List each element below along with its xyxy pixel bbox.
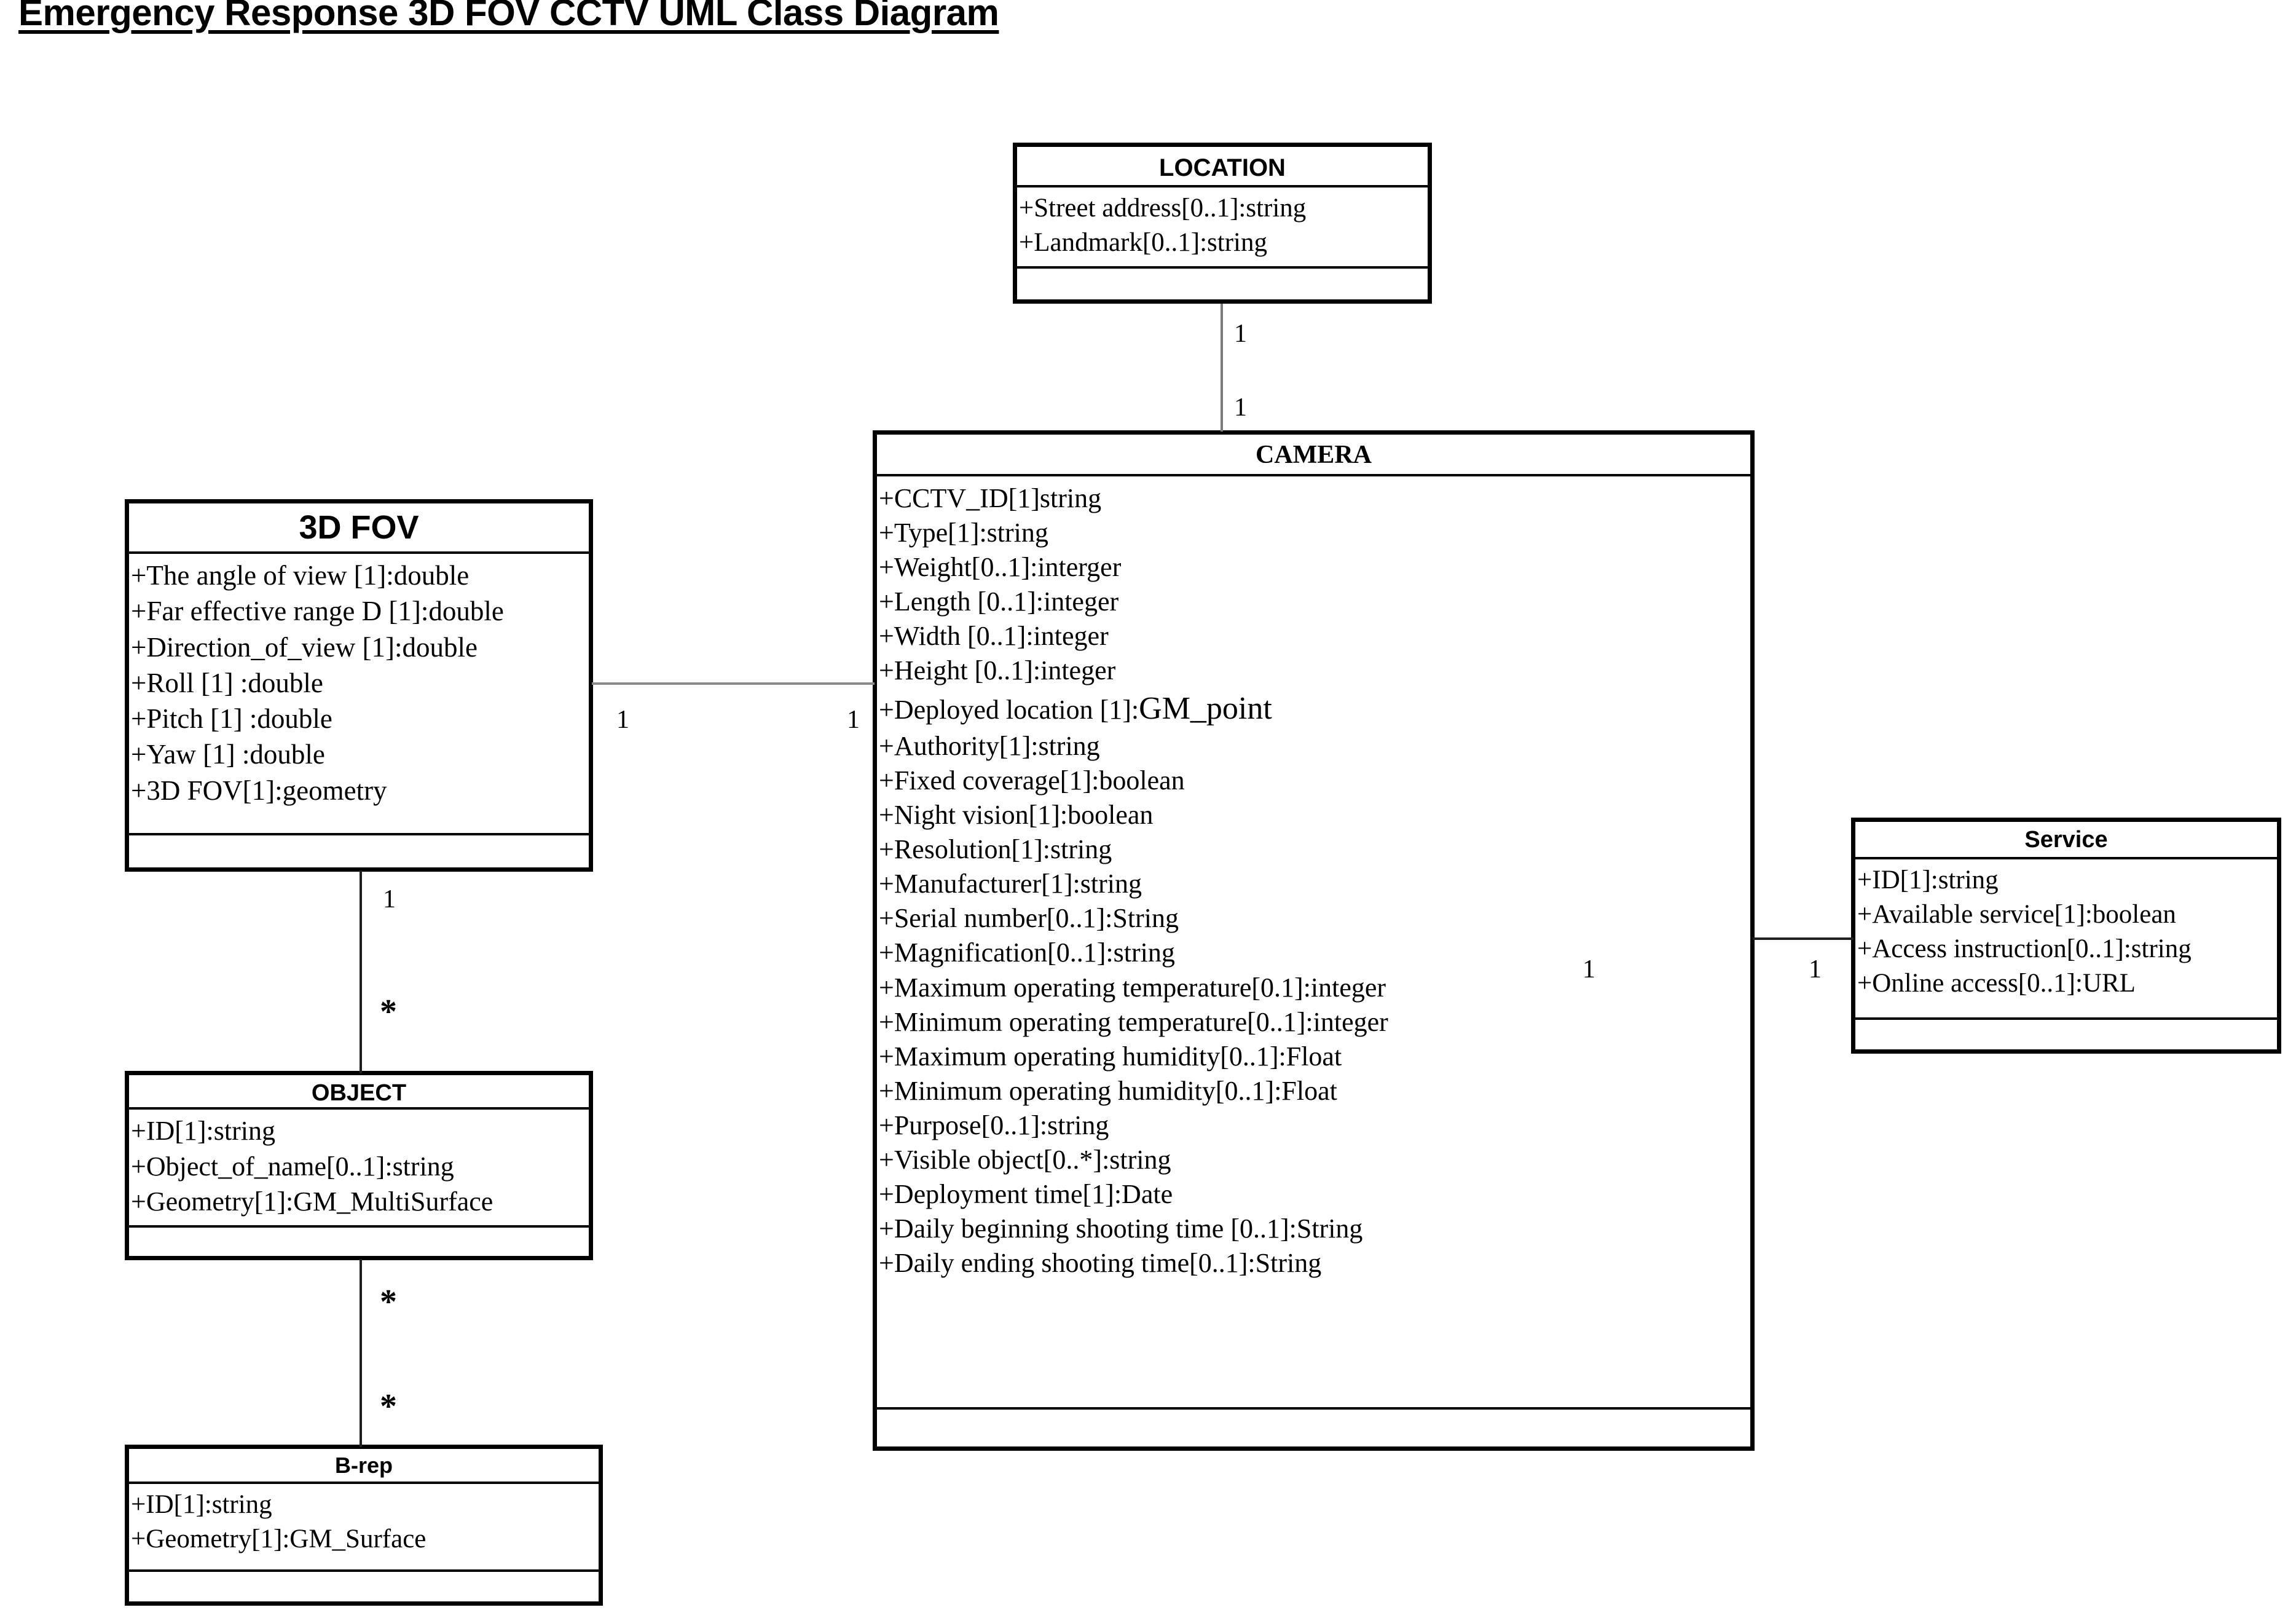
attribute-row: +Minimum operating temperature[0..1]:int…	[879, 1006, 1388, 1037]
attribute-compartment-object: +ID[1]:string +Object_of_name[0..1]:stri…	[129, 1110, 589, 1228]
class-name-object: OBJECT	[129, 1075, 589, 1110]
class-box-location[interactable]: LOCATION +Street address[0..1]:string +L…	[1013, 143, 1432, 304]
operation-compartment-service	[1855, 1020, 2277, 1049]
attribute-row: +3D FOV[1]:geometry	[131, 775, 387, 806]
attribute-compartment-b-rep: +ID[1]:string +Geometry[1]:GM_Surface	[129, 1484, 599, 1572]
multiplicity-fov-object-to: *	[380, 993, 397, 1031]
class-box-service[interactable]: Service +ID[1]:string +Available service…	[1851, 818, 2281, 1054]
attribute-row: +Maximum operating humidity[0..1]:Float	[879, 1041, 1342, 1071]
attribute-row: +Authority[1]:string	[879, 730, 1100, 761]
attribute-row: +Available service[1]:boolean	[1857, 899, 2176, 929]
attribute-row: +Deployment time[1]:Date	[879, 1179, 1173, 1210]
attribute-row: +Deployed location [1]:GM_point	[879, 690, 1272, 726]
operation-compartment-b-rep	[129, 1572, 599, 1601]
class-name-camera: CAMERA	[877, 435, 1750, 476]
operation-compartment-location	[1017, 269, 1428, 299]
attribute-row: +Length [0..1]:integer	[879, 586, 1119, 617]
attribute-row: +Direction_of_view [1]:double	[131, 631, 478, 663]
attribute-row: +Roll [1] :double	[131, 667, 323, 698]
association-line-object-brep	[360, 1259, 362, 1447]
attribute-row: +Manufacturer[1]:string	[879, 869, 1142, 899]
attribute-row: +Far effective range D [1]:double	[131, 596, 504, 627]
multiplicity-location-camera-from: 1	[1234, 320, 1247, 348]
attribute-row: +Yaw [1] :double	[131, 739, 325, 770]
multiplicity-camera-service-from: 1	[1582, 955, 1595, 984]
association-line-fov-camera	[592, 682, 875, 685]
attribute-row: +Width [0..1]:integer	[879, 621, 1109, 652]
association-line-location-camera	[1221, 304, 1223, 432]
attribute-row: +ID[1]:string	[1857, 866, 1999, 894]
attribute-row: +Daily ending shooting time[0..1]:String	[879, 1248, 1322, 1279]
attribute-row: +Night vision[1]:boolean	[879, 800, 1154, 831]
attribute-compartment-camera: +CCTV_ID[1]string +Type[1]:string +Weigh…	[877, 476, 1750, 1410]
attribute-compartment-3d-fov: +The angle of view [1]:double +Far effec…	[129, 554, 589, 835]
class-name-b-rep: B-rep	[129, 1449, 599, 1484]
attribute-row: +Purpose[0..1]:string	[879, 1110, 1109, 1140]
class-box-camera[interactable]: CAMERA +CCTV_ID[1]string +Type[1]:string…	[873, 430, 1755, 1451]
attribute-row: +Street address[0..1]:string	[1019, 194, 1307, 223]
multiplicity-fov-camera-from: 1	[616, 706, 629, 734]
multiplicity-object-brep-from: *	[380, 1283, 397, 1321]
multiplicity-object-brep-to: *	[380, 1387, 397, 1426]
attribute-row: +Geometry[1]:GM_Surface	[131, 1524, 427, 1553]
attribute-row: +CCTV_ID[1]string	[879, 483, 1102, 513]
page-title: Emergency Response 3D FOV CCTV UML Class…	[18, 0, 999, 33]
attribute-compartment-service: +ID[1]:string +Available service[1]:bool…	[1855, 859, 2277, 1020]
attribute-row: +Visible object[0..*]:string	[879, 1144, 1171, 1175]
attribute-row: +Minimum operating humidity[0..1]:Float	[879, 1075, 1337, 1106]
multiplicity-fov-object-from: 1	[383, 885, 396, 914]
attribute-row: +Object_of_name[0..1]:string	[131, 1151, 454, 1182]
attribute-row: +ID[1]:string	[131, 1116, 275, 1146]
class-name-3d-fov: 3D FOV	[129, 503, 589, 554]
attribute-row: +Access instruction[0..1]:string	[1857, 934, 2192, 963]
class-name-location: LOCATION	[1017, 147, 1428, 188]
attribute-row: +Geometry[1]:GM_MultiSurface	[131, 1186, 493, 1217]
attribute-row: +Weight[0..1]:interger	[879, 552, 1122, 583]
attribute-row: +Fixed coverage[1]:boolean	[879, 765, 1185, 795]
operation-compartment-object	[129, 1228, 589, 1256]
multiplicity-camera-service-to: 1	[1809, 955, 1822, 984]
operation-compartment-camera	[877, 1410, 1750, 1446]
attribute-row: +ID[1]:string	[131, 1490, 272, 1519]
attribute-row: +Online access[0..1]:URL	[1857, 968, 2136, 998]
multiplicity-fov-camera-to: 1	[847, 706, 860, 734]
multiplicity-location-camera-to: 1	[1234, 393, 1247, 422]
attribute-row: +Daily beginning shooting time [0..1]:St…	[879, 1213, 1363, 1244]
attribute-row: +Resolution[1]:string	[879, 834, 1112, 865]
attribute-row: +The angle of view [1]:double	[131, 560, 470, 591]
class-name-service: Service	[1855, 822, 2277, 859]
attribute-row: +Serial number[0..1]:String	[879, 903, 1179, 934]
class-box-b-rep[interactable]: B-rep +ID[1]:string +Geometry[1]:GM_Surf…	[125, 1445, 603, 1606]
class-box-object[interactable]: OBJECT +ID[1]:string +Object_of_name[0..…	[125, 1071, 593, 1260]
class-box-3d-fov[interactable]: 3D FOV +The angle of view [1]:double +Fa…	[125, 499, 593, 872]
attribute-row: +Height [0..1]:integer	[879, 655, 1116, 686]
attribute-row: +Type[1]:string	[879, 518, 1048, 548]
operation-compartment-3d-fov	[129, 835, 589, 867]
association-line-camera-service	[1753, 937, 1854, 940]
association-line-fov-object	[360, 870, 362, 1073]
attribute-row: +Magnification[0..1]:string	[879, 937, 1175, 968]
attribute-row: +Pitch [1] :double	[131, 703, 332, 735]
attribute-compartment-location: +Street address[0..1]:string +Landmark[0…	[1017, 187, 1428, 269]
attribute-row: +Landmark[0..1]:string	[1019, 228, 1267, 258]
attribute-row: +Maximum operating temperature[0.1]:inte…	[879, 972, 1386, 1003]
